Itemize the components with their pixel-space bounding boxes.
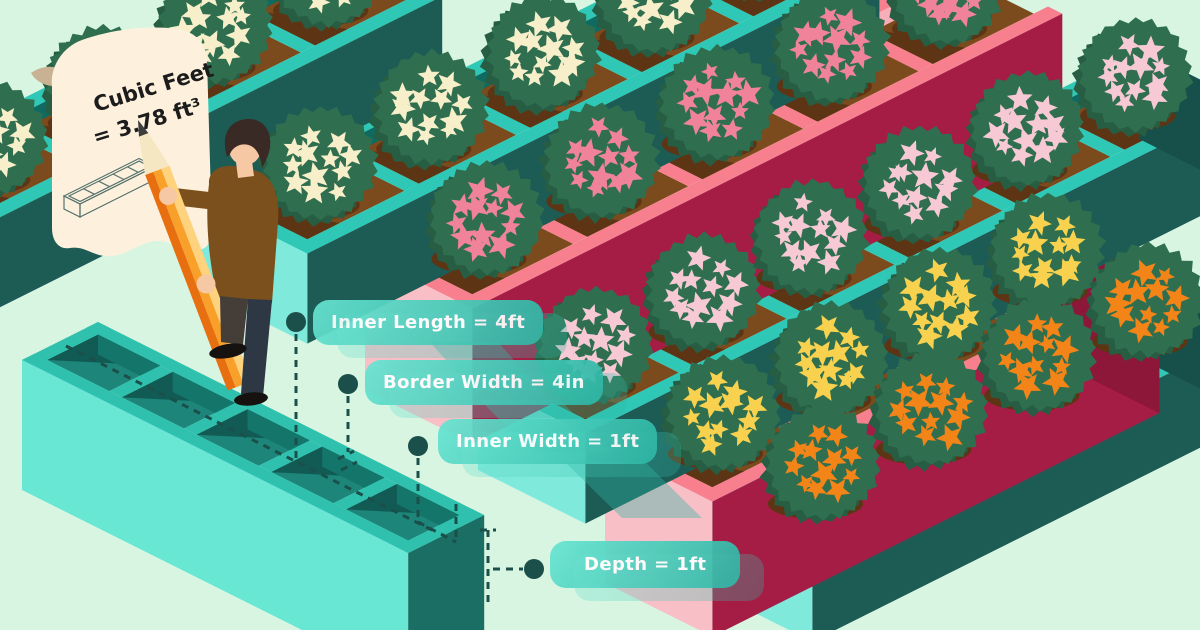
person-leg-back — [241, 299, 272, 397]
person-hand-lower — [196, 274, 216, 294]
inner-width-dot — [408, 436, 428, 456]
planter-row-2-bushes — [425, 0, 1002, 280]
label-inner-width-text: Inner Width = 1ft — [456, 431, 640, 452]
pencil-graphite-tip — [138, 120, 149, 137]
person-neck — [236, 161, 254, 178]
person — [169, 118, 279, 304]
person-shoe-back — [234, 392, 268, 406]
person-front — [159, 187, 272, 406]
empty-planter — [22, 322, 485, 630]
inner-length-dot — [286, 312, 306, 332]
planter-row-5-bushes — [759, 241, 1200, 525]
person-front-arm — [208, 204, 274, 294]
inner-length-dashed-line — [65, 344, 433, 532]
label-inner-length: Inner Length = 4ft — [313, 300, 568, 358]
label-border-width-text: Border Width = 4in — [383, 372, 585, 393]
label-depth: Depth = 1ft — [550, 541, 765, 601]
pencil-stripe-dark — [145, 172, 236, 391]
border-width-leader — [337, 396, 358, 472]
pencil-wood-tip — [139, 133, 170, 175]
planter-row-3-bushes — [534, 17, 1194, 407]
depth-leader — [480, 528, 523, 606]
planter-row-4-bushes — [659, 192, 1107, 476]
inner-width-leader — [416, 458, 458, 544]
paper-curl — [31, 66, 57, 86]
label-border-width: Border Width = 4in — [365, 360, 627, 418]
depth-dot — [524, 559, 544, 579]
planter-row-1-bushes — [256, 0, 776, 227]
border-width-dot — [338, 374, 358, 394]
paper-scroll: Cubic Feet = 3.78 ft³ — [31, 27, 216, 257]
person-hair — [224, 118, 271, 168]
person-shoe-front — [209, 343, 247, 359]
label-inner-width: Inner Width = 1ft — [438, 419, 682, 477]
label-depth-text: Depth = 1ft — [584, 554, 707, 575]
person-torso — [207, 165, 279, 304]
label-inner-length-text: Inner Length = 4ft — [331, 312, 526, 333]
person-leg-front — [220, 296, 248, 345]
person-hand-upper — [159, 187, 177, 205]
